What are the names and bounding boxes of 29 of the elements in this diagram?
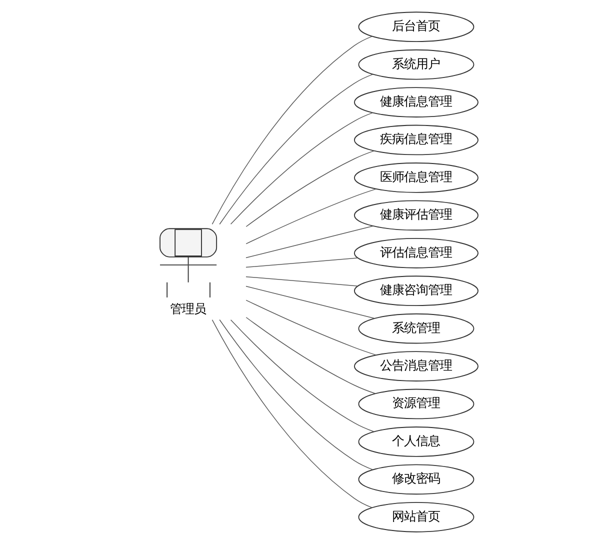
connector bbox=[246, 286, 375, 319]
node-ellipse: 后台首页 bbox=[358, 12, 474, 42]
node-ellipse: 资源管理 bbox=[358, 388, 474, 420]
node-ellipse: 系统管理 bbox=[358, 313, 474, 344]
connector bbox=[246, 226, 374, 258]
connector bbox=[219, 319, 374, 470]
node-ellipse: 网站首页 bbox=[358, 502, 474, 532]
connector bbox=[246, 276, 358, 286]
node-ellipse: 医师信息管理 bbox=[354, 162, 478, 193]
node-label: 管理员 bbox=[170, 302, 206, 316]
node-ellipse: 系统用户 bbox=[358, 49, 474, 80]
node-ellipse: 健康咨询管理 bbox=[354, 276, 478, 306]
connector bbox=[230, 319, 374, 432]
node-ellipse: 评估信息管理 bbox=[354, 238, 478, 268]
node-ellipse: 健康评估管理 bbox=[354, 200, 478, 231]
connector bbox=[246, 258, 358, 268]
node-ellipse: 公告消息管理 bbox=[354, 351, 478, 382]
node-ellipse: 健康信息管理 bbox=[354, 87, 478, 118]
connector bbox=[219, 74, 374, 225]
node-ellipse: 个人信息 bbox=[358, 426, 474, 457]
connector bbox=[246, 300, 377, 356]
node-ellipse: 疾病信息管理 bbox=[354, 124, 478, 156]
connector bbox=[212, 319, 372, 508]
connector bbox=[246, 317, 376, 394]
connector bbox=[212, 36, 372, 225]
connector bbox=[246, 188, 377, 244]
connector bbox=[246, 150, 375, 227]
connector bbox=[230, 112, 373, 225]
node-ellipse: 修改密码 bbox=[358, 464, 474, 495]
